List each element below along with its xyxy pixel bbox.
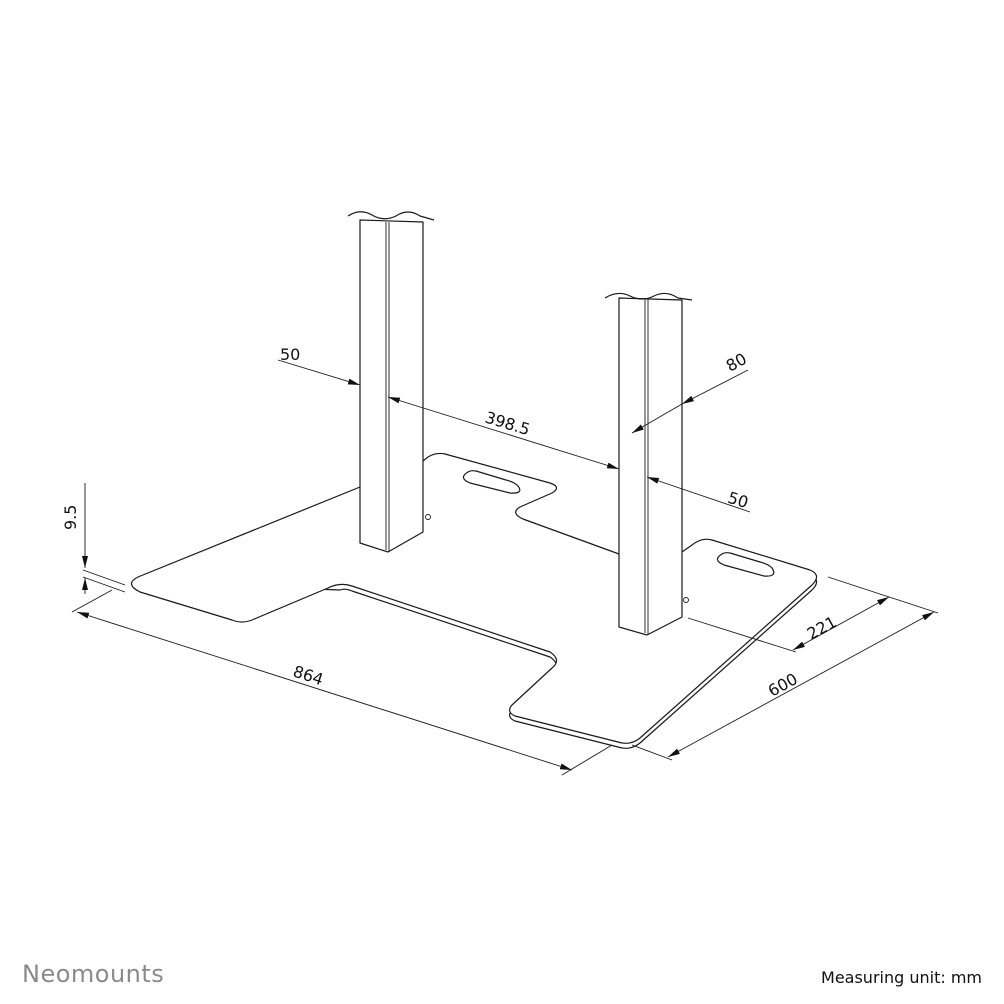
- bolt-hole-right: [683, 597, 689, 603]
- dim-plate-depth: 600: [765, 669, 801, 700]
- dim-post-width-left: 50: [280, 345, 300, 364]
- post-left: [347, 211, 435, 553]
- dim-post-offset: 221: [804, 612, 840, 643]
- slot-right: [716, 552, 775, 577]
- dim-plate-width: 864: [291, 662, 326, 689]
- dim-plate-thickness: 9.5: [61, 505, 80, 530]
- slot-left: [462, 470, 521, 494]
- base-plate: [130, 452, 818, 749]
- dim-post-width-right: 50: [726, 488, 751, 512]
- brand-logo: Neomounts: [22, 960, 165, 988]
- dimensions: 9.5 864 600 221 50 398.5 50 80: [61, 345, 939, 776]
- measuring-unit-label: Measuring unit: mm: [821, 968, 982, 987]
- post-right: [604, 292, 693, 636]
- bolt-hole-left: [425, 514, 431, 520]
- base-plate-top: [130, 452, 818, 744]
